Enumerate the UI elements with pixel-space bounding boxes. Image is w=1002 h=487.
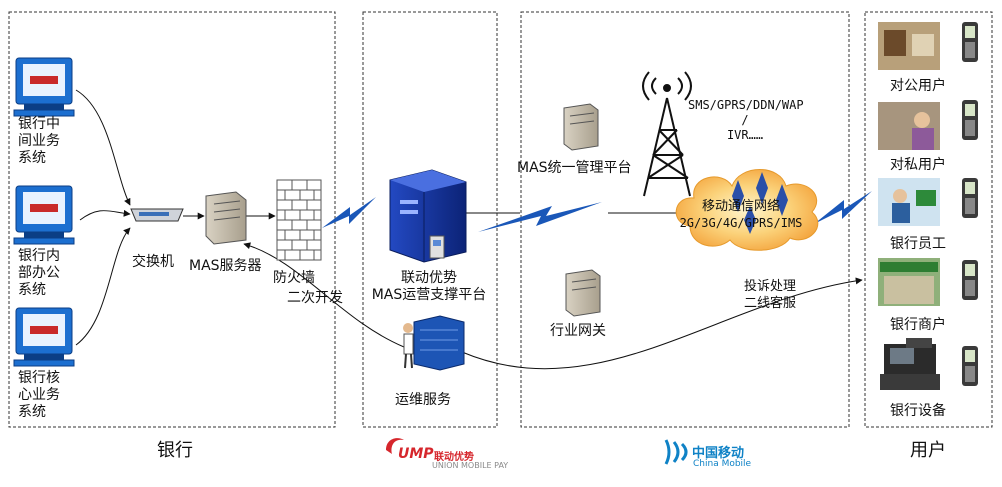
mas-mgmt-label: MAS统一管理平台 bbox=[517, 160, 632, 176]
zone-ump bbox=[362, 11, 498, 428]
ops-label: 运维服务 bbox=[395, 392, 451, 408]
phone-icon-5 bbox=[962, 346, 978, 386]
monitor-icon-2 bbox=[13, 185, 75, 245]
link-core-to-switch bbox=[75, 227, 131, 346]
monitor-icon-1 bbox=[13, 57, 75, 117]
ump-logo-name: 联动优势 bbox=[434, 452, 474, 463]
lightning-fw-ump bbox=[322, 197, 376, 228]
secondary-dev-label: 二次开发 bbox=[287, 290, 343, 306]
phone-icon-1 bbox=[962, 22, 978, 62]
ump-logo-sub: UNION MOBILE PAY bbox=[432, 461, 509, 470]
bank-system-2: 银行内部办公系统 bbox=[18, 248, 60, 298]
firewall-label: 防火墙 bbox=[273, 270, 315, 286]
lightning-ump-cmcc bbox=[478, 202, 602, 232]
user-photo-corporate bbox=[878, 22, 940, 70]
user-label-device: 银行设备 bbox=[890, 403, 946, 419]
zone-cmcc bbox=[520, 11, 850, 428]
zone-user bbox=[864, 11, 993, 428]
user-photo-merchant bbox=[878, 258, 940, 306]
cloud-icon bbox=[675, 169, 819, 251]
monitor-icon-3 bbox=[13, 307, 75, 367]
user-label-merchant: 银行商户 bbox=[890, 317, 946, 333]
bank-system-3: 银行核心业务系统 bbox=[18, 370, 60, 420]
industry-gw-label: 行业网关 bbox=[550, 323, 606, 339]
phone-icon-3 bbox=[962, 178, 978, 218]
user-label-personal: 对私用户 bbox=[890, 157, 946, 173]
link-ops-to-server bbox=[243, 242, 405, 348]
cmcc-logo-mark bbox=[664, 439, 688, 465]
server-icon-platform bbox=[389, 169, 467, 263]
user-photo-staff bbox=[878, 178, 940, 226]
ump-logo-mark bbox=[386, 438, 404, 454]
switch-label: 交换机 bbox=[132, 254, 174, 270]
user-label-corporate: 对公用户 bbox=[890, 78, 946, 94]
zone-title-bank: 银行 bbox=[157, 440, 193, 461]
operator-icon bbox=[403, 315, 465, 371]
server-icon-mgmt bbox=[563, 103, 599, 151]
zone-title-user: 用户 bbox=[910, 440, 946, 461]
tower-icon bbox=[642, 71, 692, 197]
user-label-staff: 银行员工 bbox=[890, 236, 946, 252]
ump-logo-mark-text: UMP bbox=[398, 446, 434, 462]
firewall-icon bbox=[276, 179, 322, 261]
phone-icon-2 bbox=[962, 100, 978, 140]
user-photo-personal bbox=[878, 102, 940, 150]
lightning-cmcc-user bbox=[814, 191, 872, 224]
link-ops-to-user bbox=[461, 277, 863, 370]
switch-icon bbox=[130, 208, 184, 222]
cmcc-logo-name: 中国移动 bbox=[692, 446, 745, 461]
mas-server-label: MAS服务器 bbox=[189, 258, 262, 274]
bank-system-1: 银行中间业务系统 bbox=[18, 116, 60, 166]
network-label: 移动通信网络 2G/3G/4G/GPRS/IMS bbox=[679, 199, 803, 230]
server-icon-gateway bbox=[565, 269, 601, 317]
complaint-label: 投诉处理 二线客服 bbox=[743, 279, 796, 311]
zone-bank bbox=[8, 11, 336, 428]
cmcc-logo-sub: China Mobile bbox=[693, 459, 752, 469]
link-office-to-switch bbox=[79, 209, 131, 221]
phone-icon-4 bbox=[962, 260, 978, 300]
link-mid-to-switch bbox=[75, 89, 131, 206]
channels-label: SMS/GPRS/DDN/WAP / IVR…… bbox=[688, 98, 804, 142]
server-icon-mas bbox=[205, 191, 247, 245]
platform-label: 联动优势 MAS运营支撑平台 bbox=[371, 270, 487, 303]
user-photo-device bbox=[880, 338, 940, 390]
